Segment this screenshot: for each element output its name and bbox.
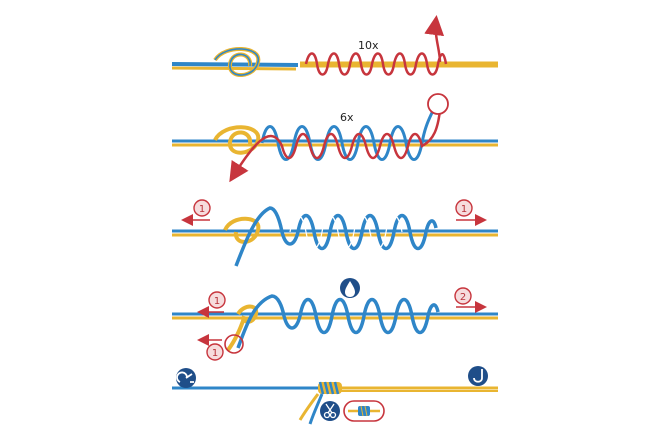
pull-marker-number: 2	[460, 292, 466, 303]
wrap-coil	[304, 52, 448, 76]
finished-knot-icon	[343, 400, 385, 422]
pull-marker-number: 1	[199, 204, 205, 215]
pull-marker	[193, 199, 211, 217]
wrap-count-label: 10x	[358, 39, 379, 52]
inner-wrap	[289, 214, 403, 250]
yellow-line	[171, 66, 297, 71]
fishing-reel-icon	[176, 368, 196, 388]
tag-end-marker	[427, 93, 449, 115]
step-1: 10x	[171, 15, 498, 77]
tag-end-arrow	[424, 15, 445, 63]
tag-end-blue	[308, 393, 324, 425]
pull-marker-number: 1	[214, 296, 220, 307]
step-2: 6x	[172, 93, 498, 183]
finished-knot	[318, 381, 342, 395]
pull-marker	[206, 343, 224, 361]
loop-knot	[213, 46, 261, 77]
pull-marker	[208, 291, 226, 309]
tag-end-marker	[224, 334, 244, 354]
wrap-count-label: 6x	[340, 111, 354, 124]
pull-marker-number: 1	[212, 348, 218, 359]
wrap-coil	[234, 206, 438, 267]
step-4: 1 1 2	[172, 278, 498, 361]
wrap-coil	[236, 294, 440, 349]
step-5	[172, 366, 498, 425]
pull-marker	[454, 287, 472, 305]
return-wrap-coil	[229, 109, 442, 183]
step-3: 1 1	[172, 199, 498, 267]
blue-line	[171, 62, 299, 67]
loop-knot	[223, 216, 261, 244]
scissors-icon	[320, 401, 340, 421]
pull-marker	[455, 199, 473, 217]
water-drop-icon	[340, 278, 360, 298]
fish-hook-icon	[468, 366, 488, 386]
pull-marker-number: 1	[461, 204, 467, 215]
tag-end-yellow	[298, 393, 320, 421]
loop-knot	[213, 125, 261, 155]
